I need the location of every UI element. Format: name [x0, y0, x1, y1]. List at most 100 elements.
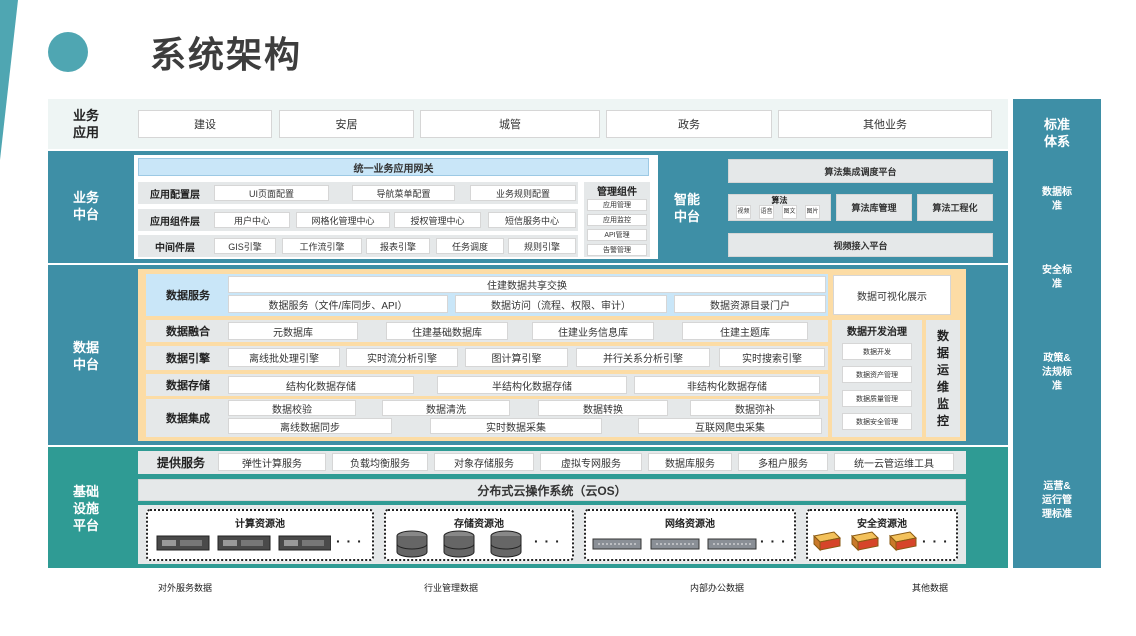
firewall-icon	[812, 530, 924, 557]
housing-base-db[interactable]: 住建基础数据库	[386, 322, 508, 340]
alarm-management[interactable]: 告警管理	[587, 244, 647, 256]
ui-page-config[interactable]: UI页面配置	[214, 185, 329, 201]
data-catalog-portal[interactable]: 数据资源目录门户	[674, 295, 826, 313]
app-management[interactable]: 应用管理	[587, 199, 647, 211]
report-engine[interactable]: 报表引擎	[366, 238, 430, 254]
realtime-stream-engine[interactable]: 实时流分析引擎	[346, 348, 458, 367]
semi-structured-storage[interactable]: 半结构化数据存储	[437, 376, 627, 394]
provide-service-label: 提供服务	[156, 456, 205, 470]
algo-title: 算法	[771, 195, 788, 205]
metadata-db[interactable]: 元数据库	[228, 322, 358, 340]
database-service[interactable]: 数据库服务	[648, 453, 732, 471]
gateway-bar[interactable]: 统一业务应用网关	[138, 158, 649, 176]
sms-service-center[interactable]: 短信服务中心	[488, 212, 576, 228]
parallel-relation-engine[interactable]: 并行关系分析引擎	[576, 348, 710, 367]
video-access-platform[interactable]: 视频接入平台	[728, 233, 993, 257]
api-management[interactable]: API管理	[587, 229, 647, 241]
standard-security[interactable]: 安全标 准	[1042, 265, 1072, 290]
data-compensation[interactable]: 数据弥补	[690, 400, 820, 416]
data-asset-management[interactable]: 数据资产管理	[842, 366, 912, 383]
app-monitoring[interactable]: 应用监控	[587, 214, 647, 226]
compute-pool-title: 计算资源池	[235, 519, 285, 530]
realtime-search-engine[interactable]: 实时搜索引擎	[719, 348, 825, 367]
data-security-management[interactable]: 数据安全管理	[842, 413, 912, 430]
algo-library-management[interactable]: 算法库管理	[836, 194, 912, 221]
data-visualization[interactable]: 数据可视化展示	[833, 275, 951, 315]
virtual-private-network[interactable]: 虚拟专网服务	[540, 453, 642, 471]
network-switch-icon	[592, 538, 757, 550]
footer-other-data: 其他数据	[912, 583, 949, 593]
housing-data-sharing[interactable]: 住建数据共享交换	[228, 276, 826, 293]
standard-operation[interactable]: 运营& 运行管 理标准	[1042, 481, 1072, 520]
business-app-item-4[interactable]: 其他业务	[778, 110, 992, 138]
standards-panel	[1013, 99, 1101, 568]
load-balance[interactable]: 负载均衡服务	[332, 453, 428, 471]
object-storage[interactable]: 对象存储服务	[434, 453, 534, 471]
elastic-compute[interactable]: 弹性计算服务	[218, 453, 326, 471]
algo-scheduling-platform[interactable]: 算法集成调度平台	[728, 159, 993, 183]
storage-pool-title: 存储资源池	[454, 519, 504, 530]
data-development[interactable]: 数据开发	[842, 343, 912, 360]
business-app-item-1[interactable]: 安居	[279, 110, 414, 138]
offline-sync[interactable]: 离线数据同步	[228, 418, 392, 434]
authorization-center[interactable]: 授权管理中心	[394, 212, 481, 228]
data-validation[interactable]: 数据校验	[228, 400, 356, 416]
business-app-item-0[interactable]: 建设	[138, 110, 272, 138]
graph-compute-engine[interactable]: 图计算引擎	[465, 348, 568, 367]
firewall-icon	[812, 531, 918, 552]
housing-topic-db[interactable]: 住建主题库	[682, 322, 808, 340]
app-component-label: 应用组件层	[150, 216, 200, 228]
network-pool-title: 网络资源池	[665, 519, 715, 530]
algo-text-image[interactable]: 图文	[782, 205, 797, 219]
network-switch-icon	[592, 537, 757, 555]
security-ellipsis: · · ·	[922, 533, 949, 549]
algo-picture[interactable]: 图片	[805, 205, 820, 219]
business-rule-config[interactable]: 业务规则配置	[470, 185, 576, 201]
cloud-ops-tools[interactable]: 统一云管运维工具	[834, 453, 954, 471]
rule-engine[interactable]: 规则引擎	[508, 238, 576, 254]
business-app-item-3[interactable]: 政务	[606, 110, 772, 138]
user-center[interactable]: 用户中心	[214, 212, 290, 228]
algo-voice[interactable]: 语音	[759, 205, 774, 219]
compute-server-icon	[156, 534, 331, 552]
data-cleaning[interactable]: 数据清洗	[382, 400, 510, 416]
compute-server-icon	[156, 535, 331, 551]
footer-office-data: 内部办公数据	[690, 583, 745, 593]
business-app-item-2[interactable]: 城管	[420, 110, 600, 138]
algo-engineering[interactable]: 算法工程化	[917, 194, 993, 221]
offline-batch-engine[interactable]: 离线批处理引擎	[228, 348, 340, 367]
cloud-os-bar[interactable]: 分布式云操作系统（云OS）	[138, 479, 966, 501]
governance-title: 数据开发治理	[847, 326, 907, 338]
multi-tenant[interactable]: 多租户服务	[738, 453, 828, 471]
web-crawler[interactable]: 互联网爬虫采集	[638, 418, 822, 434]
standard-policy[interactable]: 政策& 法规标 准	[1042, 353, 1072, 392]
corner-decoration	[0, 0, 18, 160]
realtime-collection[interactable]: 实时数据采集	[430, 418, 602, 434]
middleware-label: 中间件层	[155, 242, 195, 254]
data-storage-label: 数据存储	[166, 380, 210, 392]
storage-disk-icon	[396, 530, 522, 558]
gis-engine[interactable]: GIS引擎	[214, 238, 276, 254]
page-title: 系统架构	[150, 34, 303, 75]
housing-business-db[interactable]: 住建业务信息库	[532, 322, 654, 340]
standard-data[interactable]: 数据标 准	[1042, 187, 1072, 212]
nav-menu-config[interactable]: 导航菜单配置	[352, 185, 455, 201]
storage-ellipsis: · · ·	[534, 533, 561, 549]
data-engine-label: 数据引擎	[166, 353, 210, 365]
data-quality-management[interactable]: 数据质量管理	[842, 390, 912, 407]
data-service-sync[interactable]: 数据服务（文件/库同步、API）	[228, 295, 448, 313]
unstructured-storage[interactable]: 非结构化数据存储	[634, 376, 820, 394]
data-transform[interactable]: 数据转换	[538, 400, 668, 416]
network-pool	[584, 509, 796, 561]
data-access[interactable]: 数据访问（流程、权限、审计）	[455, 295, 667, 313]
workflow-engine[interactable]: 工作流引擎	[282, 238, 362, 254]
grid-management-center[interactable]: 网格化管理中心	[296, 212, 390, 228]
data-platform-label: 数据 中台	[72, 340, 99, 372]
business-platform-label: 业务 中台	[72, 190, 99, 222]
task-scheduling[interactable]: 任务调度	[436, 238, 504, 254]
data-service-label: 数据服务	[166, 290, 210, 302]
algo-video[interactable]: 视频	[736, 205, 751, 219]
mgmt-component-title: 管理组件	[597, 186, 637, 198]
structured-storage[interactable]: 结构化数据存储	[228, 376, 414, 394]
footer-industry-data: 行业管理数据	[424, 583, 479, 593]
